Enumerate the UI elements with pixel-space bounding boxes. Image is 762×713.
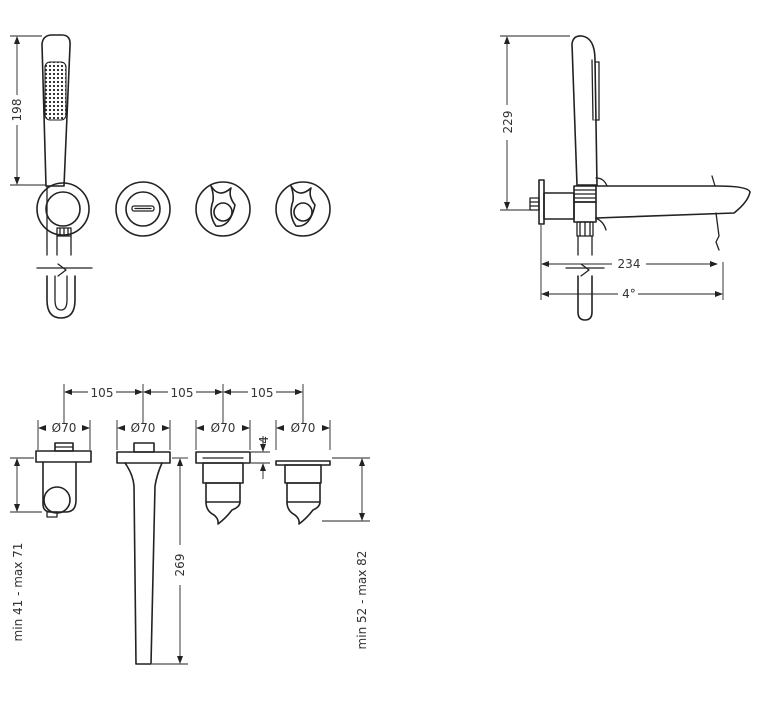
- spacing-1-label: 105: [91, 386, 114, 400]
- section-spout: [116, 442, 171, 665]
- shower-holder: [36, 182, 90, 256]
- dimension-269: 269: [152, 457, 188, 665]
- side-view: 229 234 4°: [500, 35, 751, 321]
- dim-depth-right-label: min 52 - max 82: [355, 551, 369, 650]
- dimension-198: 198: [10, 35, 46, 186]
- section-view: 105 105 105 Ø70 Ø70 Ø70 Ø70: [10, 384, 370, 665]
- section-shower-outlet: [35, 442, 92, 518]
- dim-depth-left-label: min 41 - max 71: [11, 543, 25, 642]
- dimension-234: 234: [540, 225, 718, 300]
- diameter-4-label: Ø70: [291, 421, 316, 435]
- hand-shower-side: [571, 35, 600, 186]
- diverter: [115, 181, 171, 237]
- mixer-handle-left: [195, 181, 251, 237]
- dim-198-label: 198: [10, 99, 24, 122]
- hand-shower: [41, 34, 71, 187]
- dimension-depth-left: min 41 - max 71: [10, 457, 42, 642]
- mixer-handle-right: [275, 181, 331, 237]
- diameter-2-label: Ø70: [131, 421, 156, 435]
- side-body: [529, 179, 597, 256]
- dim-4-label: 4: [257, 436, 271, 444]
- dim-234-label: 234: [618, 257, 641, 271]
- section-mixer-left: [195, 451, 251, 525]
- dim-229-label: 229: [501, 111, 515, 134]
- dimension-depth-right: min 52 - max 82: [322, 457, 370, 650]
- diameter-1-label: Ø70: [52, 421, 77, 435]
- spacing-dimensions: 105 105 105: [63, 384, 304, 424]
- spout-side: [595, 175, 751, 251]
- spacing-2-label: 105: [171, 386, 194, 400]
- diameter-3-label: Ø70: [211, 421, 236, 435]
- dim-269-label: 269: [173, 554, 187, 577]
- shower-hose: [36, 263, 93, 319]
- spacing-3-label: 105: [251, 386, 274, 400]
- dimension-4: 4: [251, 436, 271, 479]
- dimension-4-degrees: 4°: [541, 262, 724, 301]
- dimension-229: 229: [500, 35, 570, 211]
- section-mixer-right: [275, 460, 331, 525]
- diameter-dimensions: Ø70 Ø70 Ø70 Ø70: [37, 420, 331, 450]
- front-view: 198: [10, 34, 331, 319]
- hose-side: [565, 263, 605, 321]
- dim-4deg-label: 4°: [622, 287, 636, 301]
